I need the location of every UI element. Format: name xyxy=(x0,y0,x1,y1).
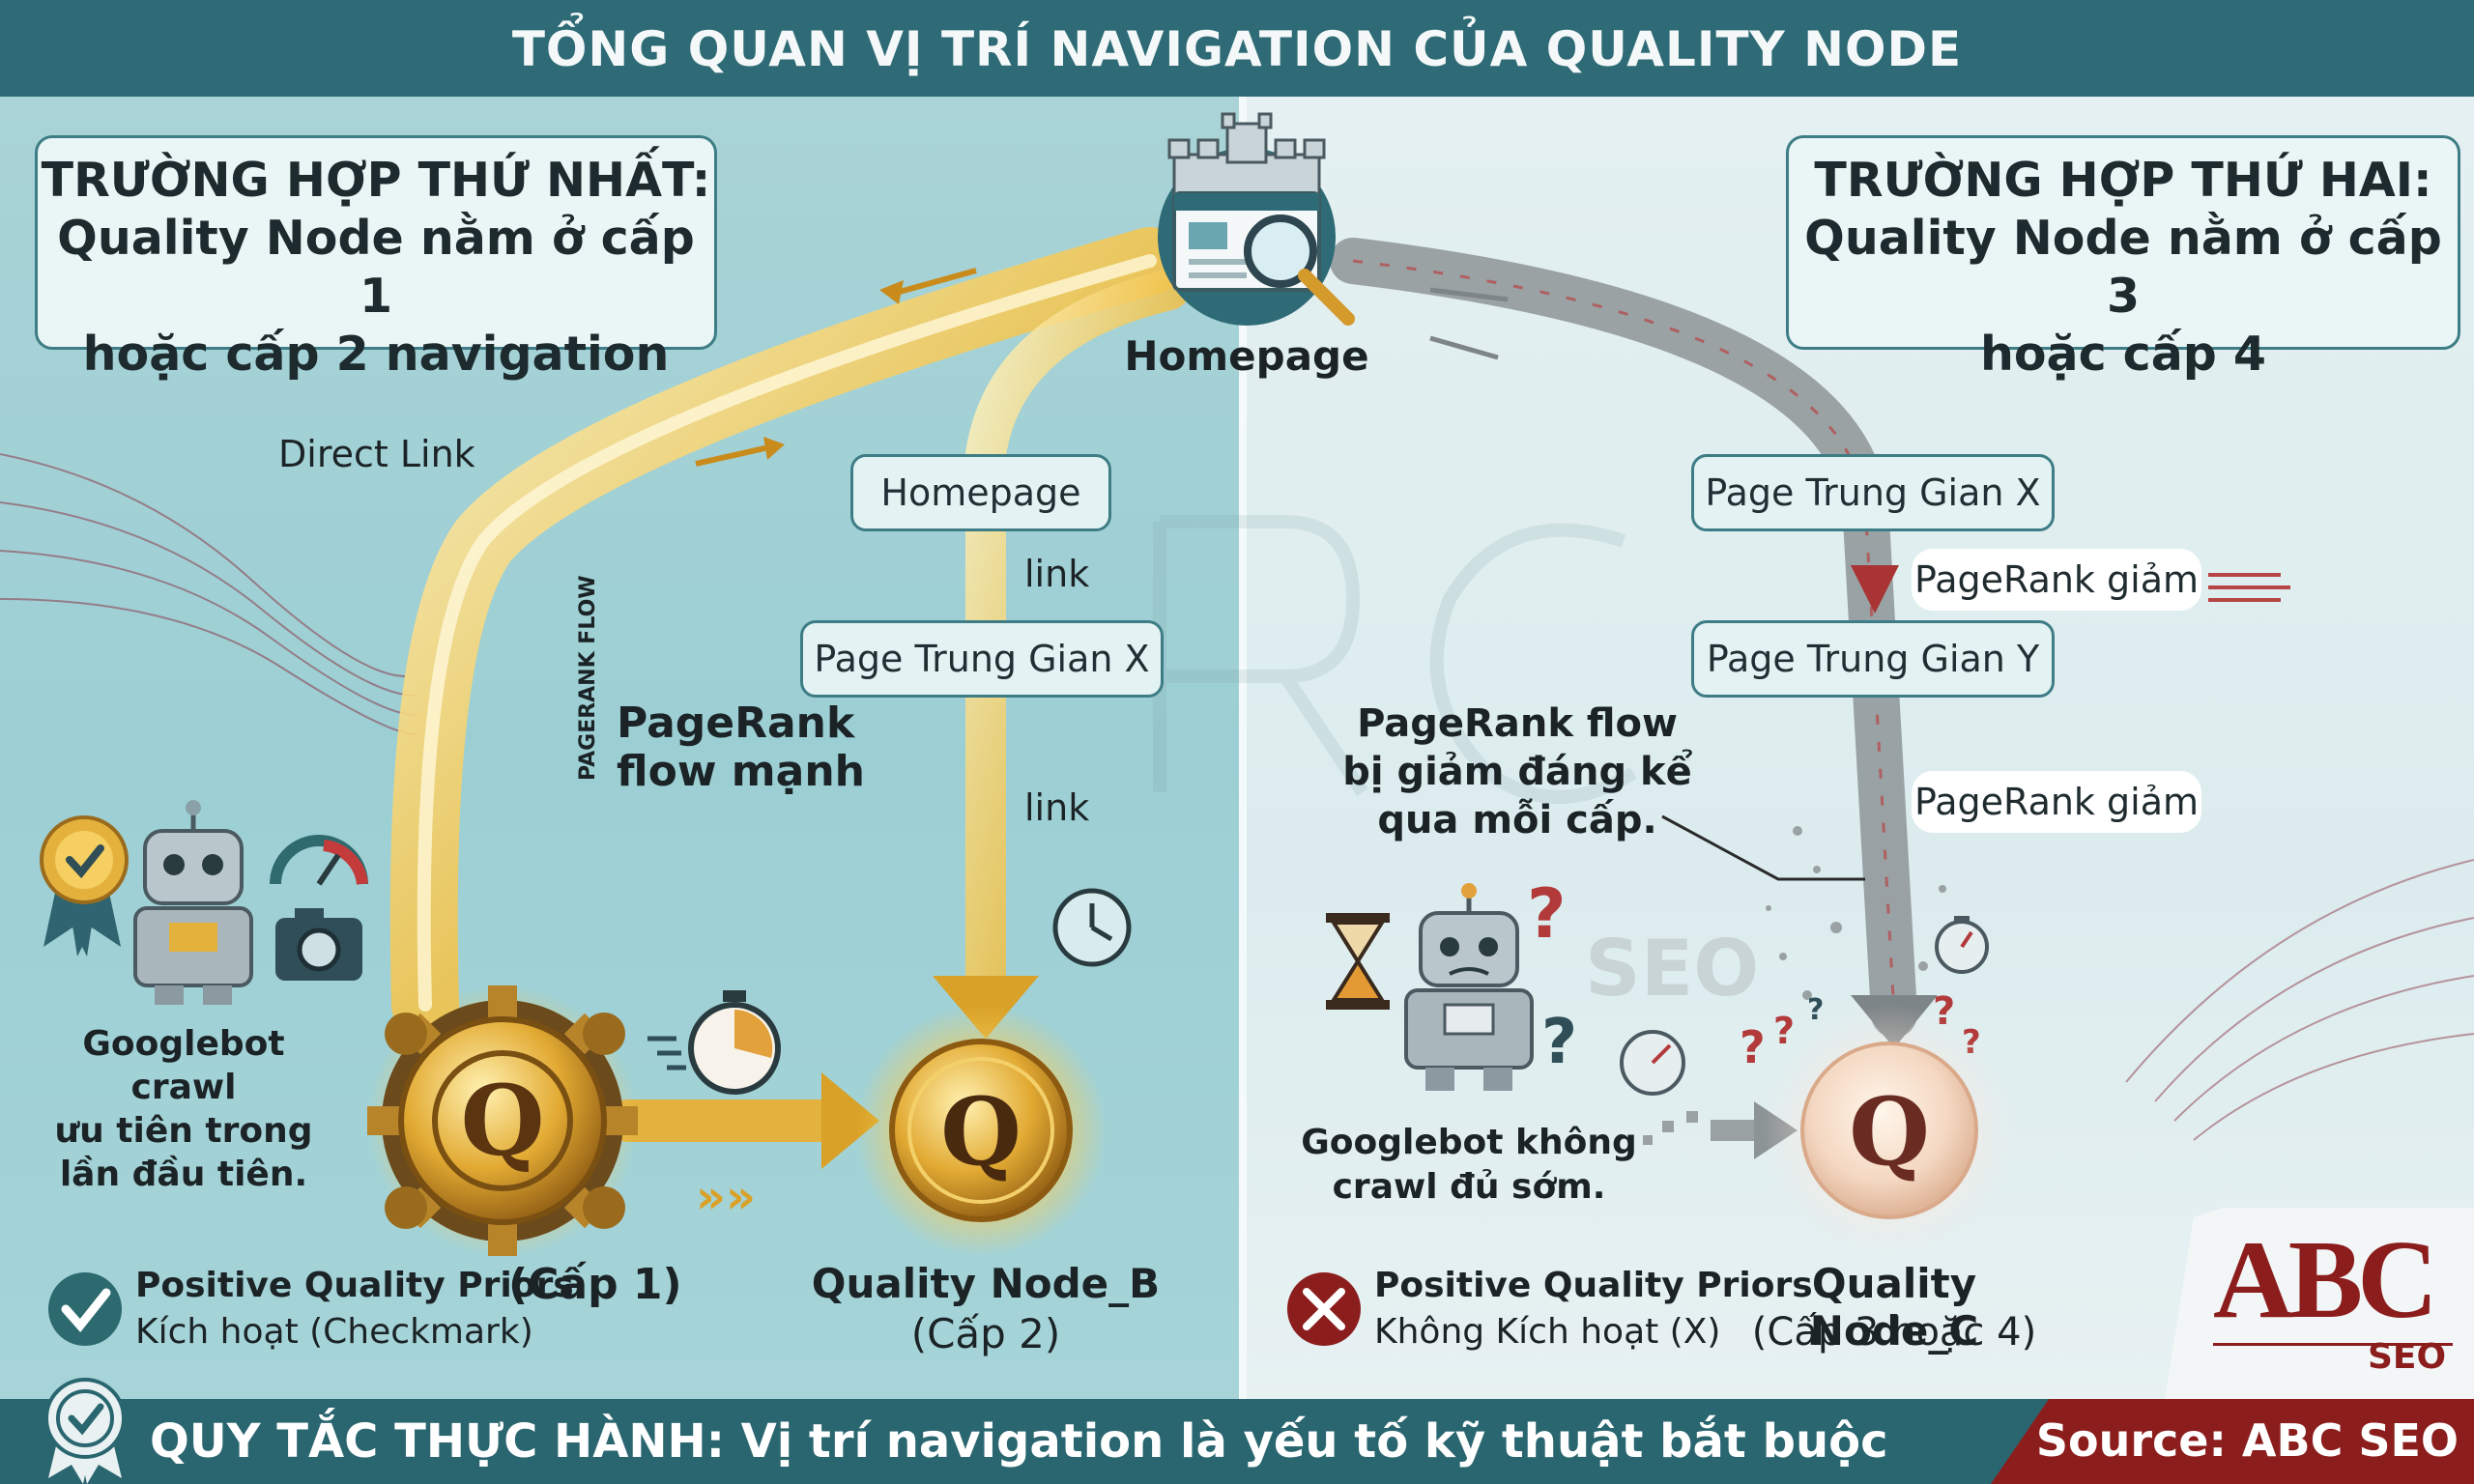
wave-lines-left xyxy=(0,453,417,735)
case-two-line-3: hoặc cấp 4 xyxy=(1979,327,2267,382)
pagerank-flow-vertical: PAGERANK FLOW xyxy=(576,575,600,781)
check-icon xyxy=(48,1272,122,1346)
badge-icon xyxy=(40,815,129,956)
direct-link-label: Direct Link xyxy=(278,433,475,475)
x-icon xyxy=(1287,1272,1361,1346)
source-label: Source: ABC SEO xyxy=(2035,1414,2459,1467)
gear-icon xyxy=(367,985,638,1256)
googlebot-priority-line-3: lần đầu tiên. xyxy=(59,1155,308,1194)
case-two-line-2: Quality Node nằm ở cấp 3 xyxy=(1804,211,2442,324)
pagerank-strong-label: PageRank flow mạnh xyxy=(617,699,865,796)
intermediate-x-box-left: Page Trung Gian X xyxy=(800,620,1164,698)
clock-icon xyxy=(1052,888,1132,967)
node-b-title: Quality Node_B xyxy=(811,1260,1161,1307)
googlebot-priority-line-2: ưu tiên trong xyxy=(54,1111,313,1151)
node-c-title: Quality Node_C xyxy=(1809,1260,1979,1355)
svg-text:?: ? xyxy=(1773,1010,1795,1052)
flow-note-line-1: PageRank flow xyxy=(1357,701,1678,746)
panel-divider xyxy=(1239,97,1247,1399)
svg-text:»»: »» xyxy=(696,1170,756,1224)
small-gauge-icon xyxy=(1620,1030,1685,1096)
case-one-line-3: hoặc cấp 2 navigation xyxy=(82,327,670,382)
stopwatch-icon xyxy=(647,990,781,1095)
gear-node-letter: Q xyxy=(460,1064,544,1178)
pagerank-drop-pill-2: PageRank giảm xyxy=(1912,771,2201,833)
node-c-letter: Q xyxy=(1849,1077,1930,1186)
link-label-2: link xyxy=(1024,786,1090,829)
googlebot-late-text: Googlebot không crawl đủ sớm. xyxy=(1295,1121,1643,1210)
svg-text:?: ? xyxy=(1740,1021,1766,1073)
node-b-coin xyxy=(855,1005,1107,1256)
svg-text:?: ? xyxy=(1541,1007,1577,1078)
priors-title-left: Positive Quality Priors xyxy=(135,1266,574,1305)
node-c-coin xyxy=(1764,1005,2015,1256)
node-b-level: (Cấp 2) xyxy=(910,1310,1061,1357)
intermediate-x-box-right: Page Trung Gian X xyxy=(1691,454,2055,531)
camera-icon xyxy=(275,908,362,981)
wave-lines-right xyxy=(2125,859,2474,1141)
page-title: TỔNG QUAN VỊ TRÍ NAVIGATION CỦA QUALITY … xyxy=(511,21,1963,77)
node-c-level: (Cấp 3 hoặc 4) xyxy=(1751,1310,2037,1355)
logo-panel xyxy=(2165,1208,2474,1399)
case-two-box: TRƯỜNG HỢP THỨ HAI: Quality Node nằm ở c… xyxy=(1786,135,2460,382)
case-two-heading: TRƯỜNG HỢP THỨ HAI: xyxy=(1814,153,2432,208)
seo-logo-text: SEO xyxy=(2368,1337,2447,1377)
case-one-heading: TRƯỜNG HỢP THỨ NHẤT: xyxy=(41,153,711,208)
homepage-icon xyxy=(1158,112,1355,326)
priors-status-left: Kích hoạt (Checkmark) xyxy=(135,1312,533,1352)
pagerank-drop-pill-1: PageRank giảm xyxy=(1912,549,2201,611)
priors-status-right: Không Kích hoạt (X) xyxy=(1374,1312,1721,1352)
flow-note-line-2: bị giảm đáng kể xyxy=(1342,750,1692,794)
flow-reduction-note: PageRank flow bị giảm đáng kể qua mỗi cấ… xyxy=(1324,699,1711,844)
pagerank-strong-line-1: PageRank xyxy=(617,699,855,748)
hourglass-icon xyxy=(1326,913,1390,1010)
small-stopwatch-icon xyxy=(1935,916,1989,974)
leader-line xyxy=(1661,814,1865,881)
sad-robot-icon xyxy=(1404,883,1534,1091)
googlebot-priority-line-1: Googlebot crawl xyxy=(82,1024,285,1107)
case-one-box: TRƯỜNG HỢP THỨ NHẤT: Quality Node nằm ở … xyxy=(35,135,717,382)
logo-underline xyxy=(2213,1343,2453,1346)
googlebot-late-line-2: crawl đủ sớm. xyxy=(1332,1167,1606,1207)
source-band: Source: ABC SEO xyxy=(1991,1399,2474,1484)
pagerank-strong-line-2: flow mạnh xyxy=(617,747,865,796)
priors-title-right: Positive Quality Priors xyxy=(1374,1266,1813,1305)
svg-text:?: ? xyxy=(1807,993,1824,1027)
gauge-icon xyxy=(270,835,368,886)
watermark-seo: SEO xyxy=(1585,924,1759,1013)
practice-rule: QUY TẮC THỰC HÀNH: Vị trí navigation là … xyxy=(150,1414,1888,1469)
robot-icon xyxy=(133,800,253,1005)
intermediate-y-box: Page Trung Gian Y xyxy=(1691,620,2055,698)
homepage-label: Homepage xyxy=(1124,332,1369,380)
castle-icon xyxy=(1167,112,1326,205)
googlebot-priority-text: Googlebot crawl ưu tiên trong lần đầu ti… xyxy=(29,1022,338,1196)
googlebot-late-line-1: Googlebot không xyxy=(1301,1123,1637,1162)
case-one-line-2: Quality Node nằm ở cấp 1 xyxy=(57,211,695,324)
node-b-letter: Q xyxy=(940,1077,1021,1186)
header-bar: TỔNG QUAN VỊ TRÍ NAVIGATION CỦA QUALITY … xyxy=(0,0,2474,97)
priors-level-left: (Cấp 1) xyxy=(508,1260,682,1309)
homepage-node-box: Homepage xyxy=(850,454,1111,531)
svg-text:?: ? xyxy=(1527,874,1567,954)
link-label-1: link xyxy=(1024,553,1090,595)
flow-note-line-3: qua mỗi cấp. xyxy=(1377,798,1657,842)
abc-logo: ABC xyxy=(2213,1218,2438,1342)
particles-right xyxy=(1766,826,1946,1000)
link-flow xyxy=(965,270,1190,1015)
magnifier-icon xyxy=(1244,214,1355,326)
